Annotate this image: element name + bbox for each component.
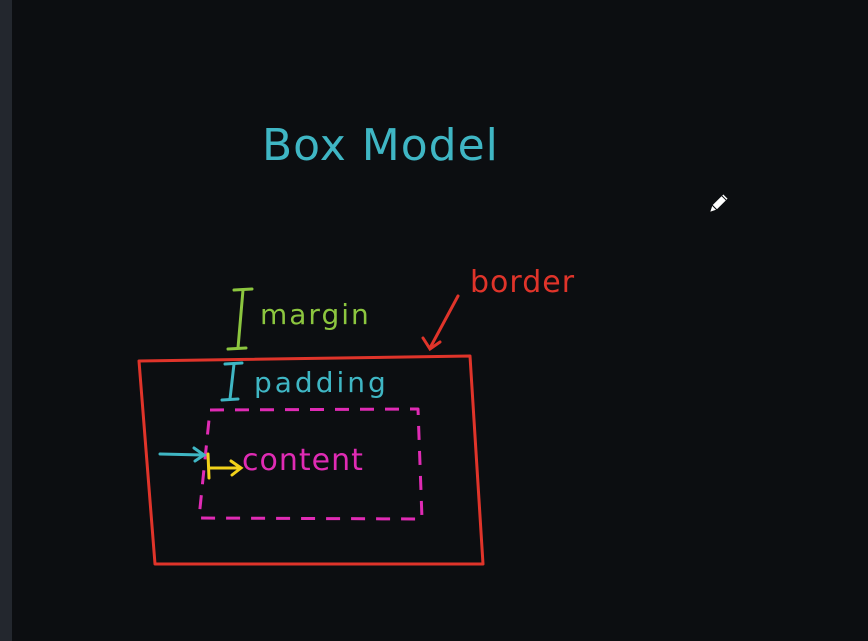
content-box xyxy=(197,407,424,521)
margin-bracket xyxy=(226,287,254,351)
padding-bracket xyxy=(220,361,244,402)
left-toolbar-strip xyxy=(0,0,12,641)
border-arrow xyxy=(421,294,460,352)
diagram-title: Box Model xyxy=(262,120,499,171)
margin-arrow xyxy=(158,446,207,463)
margin-label: margin xyxy=(260,298,371,331)
content-label: content xyxy=(242,443,364,478)
border-box xyxy=(137,354,485,566)
pencil-cursor-icon xyxy=(708,193,729,214)
padding-label: padding xyxy=(254,366,389,399)
border-label: border xyxy=(470,265,575,300)
content-indent-marker xyxy=(206,452,244,480)
drawing-canvas[interactable] xyxy=(12,0,868,641)
